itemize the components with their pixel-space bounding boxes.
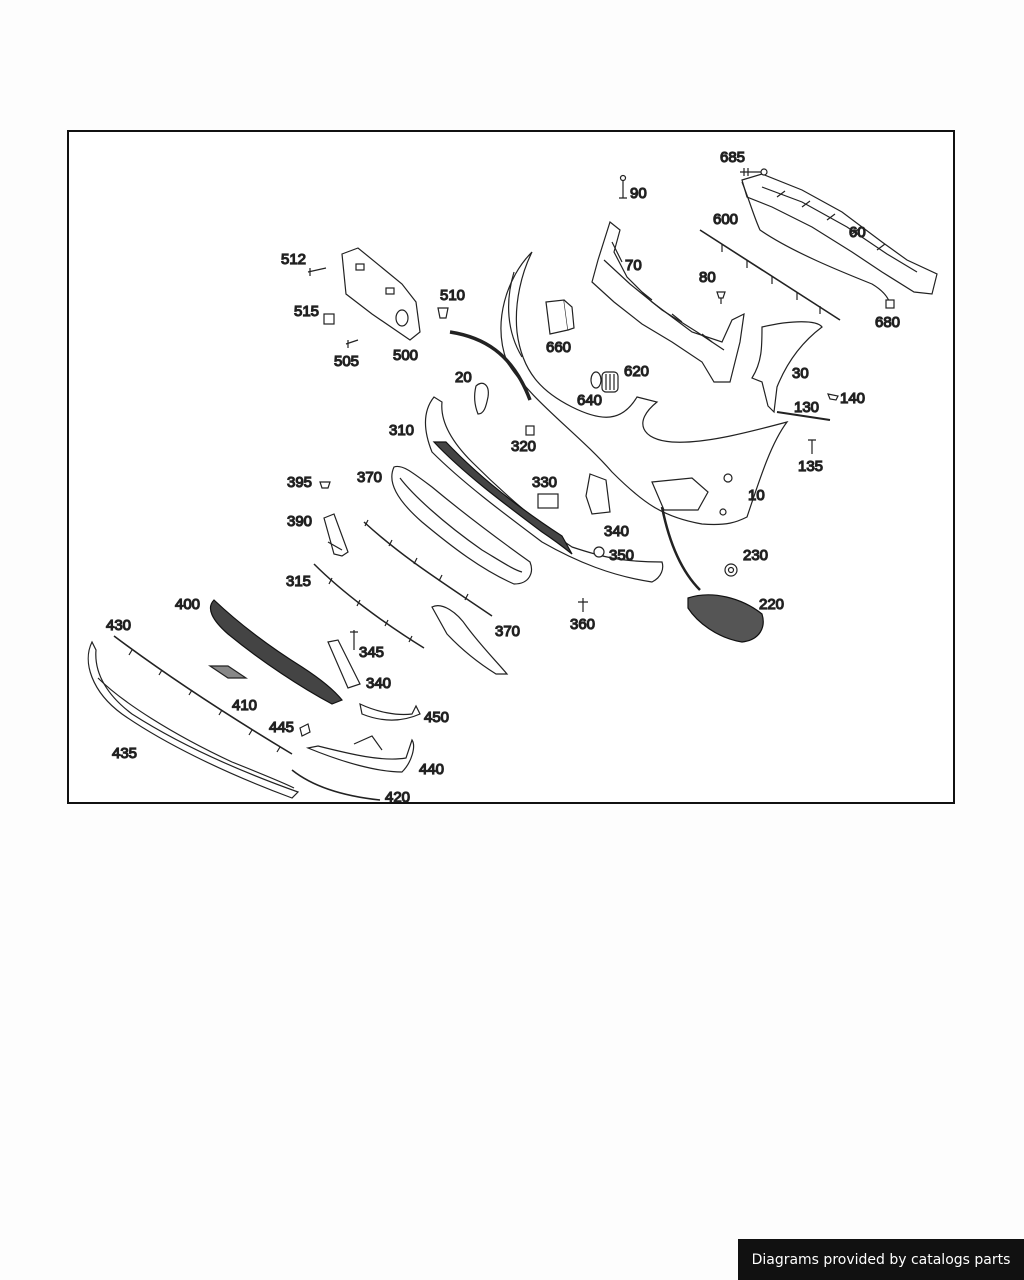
label-390: 390 <box>287 513 312 530</box>
part-685-screw[interactable] <box>740 168 768 176</box>
part-600-harness[interactable] <box>699 181 891 321</box>
label-330: 330 <box>532 474 557 491</box>
part-230-clip[interactable] <box>724 563 738 577</box>
label-320: 320 <box>511 438 536 455</box>
label-500: 500 <box>393 347 418 364</box>
label-80: 80 <box>699 269 716 286</box>
part-350-nut[interactable] <box>593 546 605 558</box>
part-315-trim-rail[interactable] <box>313 563 425 649</box>
label-220: 220 <box>759 596 784 613</box>
part-370-strip-lower[interactable] <box>363 519 493 617</box>
label-10: 10 <box>748 487 765 504</box>
parts-diagram: 10 20 30 60 70 80 90 130 135 140 220 230… <box>87 148 938 802</box>
part-340-upper-bracket[interactable] <box>585 473 611 515</box>
label-30: 30 <box>792 365 809 382</box>
part-70-carrier[interactable] <box>591 220 745 383</box>
label-445: 445 <box>269 719 294 736</box>
label-370-lower: 370 <box>495 623 520 640</box>
part-515-nut[interactable] <box>323 313 335 325</box>
label-230: 230 <box>743 547 768 564</box>
label-512: 512 <box>281 251 306 268</box>
label-410: 410 <box>232 697 257 714</box>
part-435-lower-spoiler[interactable] <box>87 640 300 799</box>
part-420-lip-strip[interactable] <box>291 769 381 801</box>
part-320-clip[interactable] <box>525 425 535 436</box>
label-660: 660 <box>546 339 571 356</box>
label-345: 345 <box>359 644 384 661</box>
part-660-module[interactable] <box>545 299 575 335</box>
part-390-side-trim[interactable] <box>323 513 349 557</box>
label-350: 350 <box>609 547 634 564</box>
part-10-bumper-cover[interactable] <box>500 251 789 526</box>
part-310-lower-section[interactable] <box>424 396 664 583</box>
label-435: 435 <box>112 745 137 762</box>
label-620: 620 <box>624 363 649 380</box>
part-510-clip[interactable] <box>437 307 449 319</box>
part-370-diffuser[interactable] <box>431 605 509 675</box>
part-500-plate-bracket[interactable] <box>341 247 421 341</box>
label-135: 135 <box>798 458 823 475</box>
label-600: 600 <box>713 211 738 228</box>
part-340-lower-bracket[interactable] <box>327 639 361 689</box>
label-370-upper: 370 <box>357 469 382 486</box>
part-60-bracket[interactable] <box>741 173 938 295</box>
part-370-frame-upper[interactable] <box>391 465 533 585</box>
label-395: 395 <box>287 474 312 491</box>
label-130: 130 <box>794 399 819 416</box>
label-510: 510 <box>440 287 465 304</box>
label-60: 60 <box>849 224 866 241</box>
diagram-frame: 10 20 30 60 70 80 90 130 135 140 220 230… <box>67 130 955 804</box>
label-20: 20 <box>455 369 472 386</box>
part-440-lower-trim[interactable] <box>305 735 415 773</box>
part-360-screw[interactable] <box>578 598 588 612</box>
label-90: 90 <box>630 185 647 202</box>
label-70: 70 <box>625 257 642 274</box>
label-440: 440 <box>419 761 444 778</box>
label-310: 310 <box>389 422 414 439</box>
attribution-text: Diagrams provided by catalogs parts <box>751 1251 1011 1268</box>
part-505-screw[interactable] <box>345 339 359 348</box>
label-680: 680 <box>875 314 900 331</box>
part-135-screw[interactable] <box>808 439 816 454</box>
part-430-upper-lip[interactable] <box>113 635 293 755</box>
part-130-strip[interactable] <box>776 411 831 421</box>
part-445-clip[interactable] <box>299 723 311 737</box>
label-685: 685 <box>720 149 745 166</box>
part-140-clip[interactable] <box>827 393 839 401</box>
part-410-badge[interactable] <box>208 665 248 679</box>
part-450-bracket[interactable] <box>359 702 421 721</box>
label-450: 450 <box>424 709 449 726</box>
part-620-sensor[interactable] <box>601 371 619 393</box>
part-30-bracket[interactable] <box>751 321 823 414</box>
attribution-badge: Diagrams provided by catalogs parts <box>738 1239 1024 1280</box>
part-20-cover[interactable] <box>449 330 532 415</box>
label-640: 640 <box>577 392 602 409</box>
label-515: 515 <box>294 303 319 320</box>
part-220-grille[interactable] <box>660 506 764 643</box>
label-340-lower: 340 <box>366 675 391 692</box>
part-640-sensor-ring[interactable] <box>590 371 602 389</box>
part-330-grille[interactable] <box>432 441 573 555</box>
part-90-bolt[interactable] <box>619 174 627 199</box>
part-395-clip[interactable] <box>319 481 331 489</box>
part-512-screw[interactable] <box>307 267 327 276</box>
label-400: 400 <box>175 596 200 613</box>
label-505: 505 <box>334 353 359 370</box>
part-80-clip[interactable] <box>716 291 726 304</box>
part-680-clip[interactable] <box>885 299 895 309</box>
label-140: 140 <box>840 390 865 407</box>
part-400-lower-grille[interactable] <box>209 599 343 705</box>
part-345-bolt[interactable] <box>350 630 358 650</box>
label-315: 315 <box>286 573 311 590</box>
label-420: 420 <box>385 789 410 802</box>
label-360: 360 <box>570 616 595 633</box>
label-430: 430 <box>106 617 131 634</box>
label-340-upper: 340 <box>604 523 629 540</box>
